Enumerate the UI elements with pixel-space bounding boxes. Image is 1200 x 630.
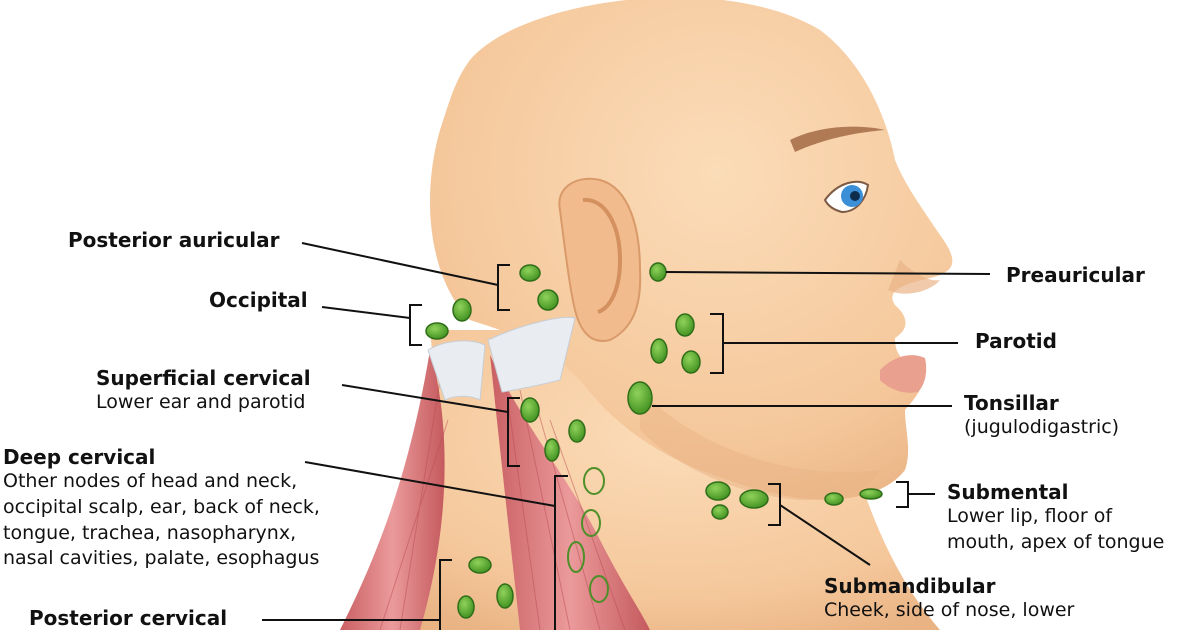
label-title: Tonsillar (964, 391, 1059, 415)
head (430, 0, 953, 500)
node-occipital (452, 298, 472, 322)
node-posterior-auricular (537, 289, 559, 311)
label-title: Posterior auricular (68, 228, 280, 252)
label-posterior-auricular: Posterior auricular (68, 229, 279, 252)
node-tonsillar (627, 381, 653, 415)
node-submandibular (739, 489, 769, 509)
node-submental (824, 492, 844, 506)
label-desc: mouth, apex of tongue (947, 530, 1165, 553)
lips (880, 355, 927, 393)
label-desc: (jugulodigastric) (964, 416, 1120, 438)
deep-cervical-nodes (567, 467, 609, 603)
node-superficial-cervical (544, 438, 560, 462)
trapezius-muscle (340, 350, 445, 630)
label-desc: Other nodes of head and neck, (3, 470, 298, 492)
eyebrow (790, 126, 885, 152)
label-submental: Submental Lower lip, floor of mouth, ape… (947, 481, 1164, 556)
label-tonsillar: Tonsillar (jugulodigastric) (964, 392, 1119, 441)
tendon-right (487, 316, 576, 393)
node-superficial-cervical (568, 419, 586, 443)
node-parotid (650, 338, 668, 364)
lymph-nodes (425, 262, 883, 619)
label-desc: Lower ear and parotid (96, 391, 306, 413)
label-title: Preauricular (1006, 263, 1145, 287)
ear-inner (582, 197, 623, 314)
label-title: Superficial cervical (96, 366, 311, 390)
label-posterior-cervical: Posterior cervical (29, 607, 227, 630)
label-submandibular: Submandibular Cheek, side of nose, lower (824, 575, 1074, 624)
label-desc: Cheek, side of nose, lower (824, 599, 1075, 621)
node-preauricular (649, 262, 667, 282)
label-desc: Lower lip, floor of (947, 505, 1113, 527)
muscle-fibers (379, 379, 626, 630)
label-preauricular: Preauricular (1006, 264, 1145, 287)
pupil (850, 191, 860, 201)
label-title: Posterior cervical (29, 606, 228, 630)
node-submental (859, 488, 883, 500)
nose (888, 260, 940, 294)
label-title: Submental (947, 480, 1069, 504)
node-posterior-cervical (457, 595, 475, 619)
label-desc: tongue, trachea, nasopharynx, (3, 521, 297, 544)
ear (558, 177, 642, 342)
leader-lines (262, 242, 991, 630)
label-superficial-cervical: Superficial cervical Lower ear and parot… (96, 367, 311, 416)
node-posterior-auricular (519, 264, 541, 282)
label-desc: occipital scalp, ear, back of neck, (3, 495, 320, 518)
label-deep-cervical: Deep cervical Other nodes of head and ne… (3, 446, 320, 572)
label-title: Occipital (209, 288, 308, 312)
label-parotid: Parotid (975, 330, 1057, 353)
label-title: Submandibular (824, 574, 996, 598)
node-posterior-cervical (496, 583, 514, 609)
label-title: Parotid (975, 329, 1057, 353)
node-submandibular (705, 481, 731, 501)
node-superficial-cervical (520, 397, 540, 423)
label-desc: nasal cavities, palate, esophagus (3, 547, 320, 570)
node-posterior-cervical (468, 556, 492, 574)
node-submandibular (711, 504, 729, 520)
label-title: Deep cervical (3, 445, 156, 469)
node-occipital (425, 322, 449, 340)
node-parotid (681, 350, 701, 374)
label-occipital: Occipital (209, 289, 308, 312)
tendon-left (427, 340, 486, 401)
node-parotid (675, 313, 695, 337)
jaw-shadow (640, 390, 880, 500)
